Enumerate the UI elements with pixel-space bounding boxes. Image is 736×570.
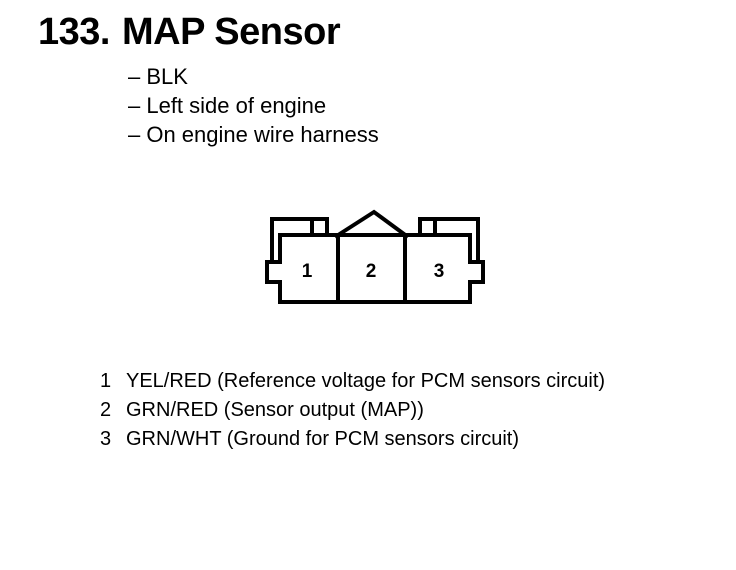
title-number: 133. <box>38 11 110 53</box>
pin-description: YEL/RED (Reference voltage for PCM senso… <box>126 370 606 392</box>
connector-housing <box>265 233 485 304</box>
pin-number: 1 <box>100 370 112 392</box>
pin-number: 2 <box>100 399 112 421</box>
center-key <box>333 209 410 239</box>
attribute-mounting: – On engine wire harness <box>128 122 379 147</box>
right-lock-tab <box>418 217 480 262</box>
attribute-location: – Left side of engine <box>128 93 327 118</box>
pinout-row: 1 YEL/RED (Reference voltage for PCM sens… <box>100 367 605 396</box>
terminal-label-2: 2 <box>366 261 377 282</box>
terminal-label-3: 3 <box>434 261 445 282</box>
attribute-color: – BLK <box>128 64 188 89</box>
pin-number: 3 <box>100 428 112 450</box>
left-lock-tab <box>270 217 329 262</box>
pinout-list: 1 YEL/RED (Reference voltage for PCM sens… <box>100 367 605 454</box>
terminal-label-1: 1 <box>302 261 313 282</box>
title-name: MAP Sensor <box>121 11 341 53</box>
pin-description: GRN/WHT (Ground for PCM sensors circuit) <box>126 428 520 450</box>
pin-description: GRN/RED (Sensor output (MAP)) <box>126 399 424 421</box>
connector-attributes: – BLK – Left side of engine – On engine … <box>128 62 379 149</box>
connector-diagram: 1 2 3 <box>265 209 485 304</box>
page-title: 133. MAP Sensor <box>38 10 341 54</box>
pinout-row: 2 GRN/RED (Sensor output (MAP)) <box>100 396 605 425</box>
pinout-row: 3 GRN/WHT (Ground for PCM sensors circuit… <box>100 425 605 454</box>
